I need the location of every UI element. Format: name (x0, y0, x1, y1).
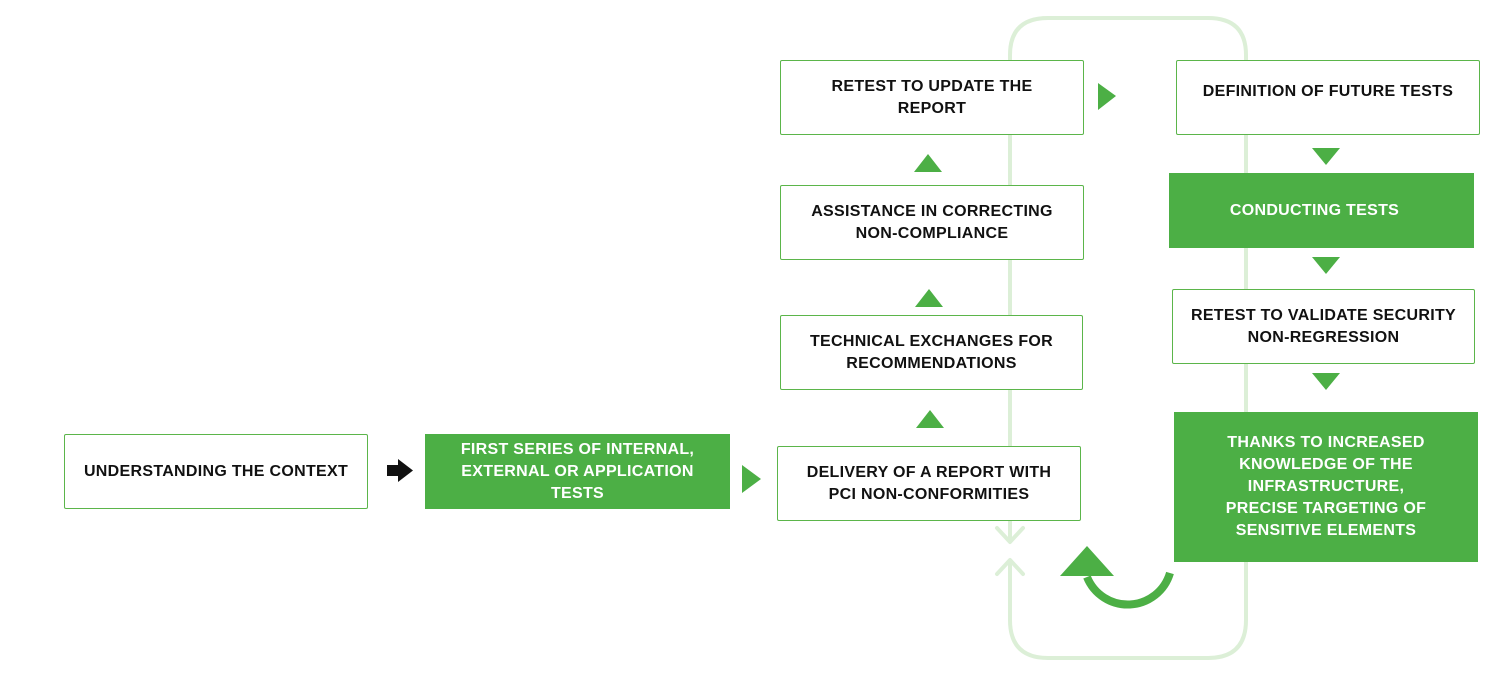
green-triangle-up-icon (915, 289, 943, 307)
loop-arrow-down-icon (995, 526, 1025, 544)
first-series-tests-box: FIRST SERIES OF INTERNAL, EXTERNAL OR AP… (425, 434, 730, 509)
definition-future-tests-label: DEFINITION OF FUTURE TESTS (1202, 83, 1454, 100)
retest-update-report-label: RETEST TO UPDATE THE REPORT (831, 77, 1033, 117)
retest-validate-security-box: RETEST TO VALIDATE SECURITY NON-REGRESSI… (1172, 289, 1475, 364)
first-series-tests-label: FIRST SERIES OF INTERNAL, EXTERNAL OR AP… (460, 440, 695, 502)
black-right-arrow-icon (387, 459, 413, 482)
green-triangle-right-icon (1098, 83, 1116, 110)
green-triangle-up-icon (914, 154, 942, 172)
assistance-correcting-label: ASSISTANCE IN CORRECTING NON-COMPLIANCE (811, 202, 1053, 242)
delivery-report-box: DELIVERY OF A REPORT WITH PCI NON-CONFOR… (777, 446, 1081, 521)
green-triangle-down-icon (1312, 148, 1340, 165)
green-triangle-down-icon (1312, 257, 1340, 274)
retest-update-report-box: RETEST TO UPDATE THE REPORT (780, 60, 1084, 135)
delivery-report-label: DELIVERY OF A REPORT WITH PCI NON-CONFOR… (806, 463, 1052, 503)
assistance-correcting-box: ASSISTANCE IN CORRECTING NON-COMPLIANCE (780, 185, 1084, 260)
technical-exchanges-box: TECHNICAL EXCHANGES FOR RECOMMENDATIONS (780, 315, 1083, 390)
green-triangle-right-icon (742, 465, 761, 493)
conducting-tests-box: CONDUCTING TESTS (1169, 173, 1474, 248)
green-triangle-up-icon (916, 410, 944, 428)
thanks-increased-knowledge-box: THANKS TO INCREASED KNOWLEDGE OF THE INF… (1174, 412, 1478, 562)
retest-validate-security-label: RETEST TO VALIDATE SECURITY NON-REGRESSI… (1190, 306, 1456, 346)
green-triangle-down-icon (1312, 373, 1340, 390)
definition-future-tests-box: DEFINITION OF FUTURE TESTS (1176, 60, 1480, 135)
understanding-context-label: UNDERSTANDING THE CONTEXT (83, 462, 349, 480)
thanks-increased-knowledge-label: THANKS TO INCREASED KNOWLEDGE OF THE INF… (1225, 434, 1427, 539)
understanding-context-box: UNDERSTANDING THE CONTEXT (64, 434, 368, 509)
technical-exchanges-label: TECHNICAL EXCHANGES FOR RECOMMENDATIONS (809, 332, 1054, 372)
loop-arrow-up-icon (995, 558, 1025, 576)
circular-cycle-arrow-icon (1060, 546, 1174, 609)
conducting-tests-label: CONDUCTING TESTS (1229, 201, 1400, 219)
